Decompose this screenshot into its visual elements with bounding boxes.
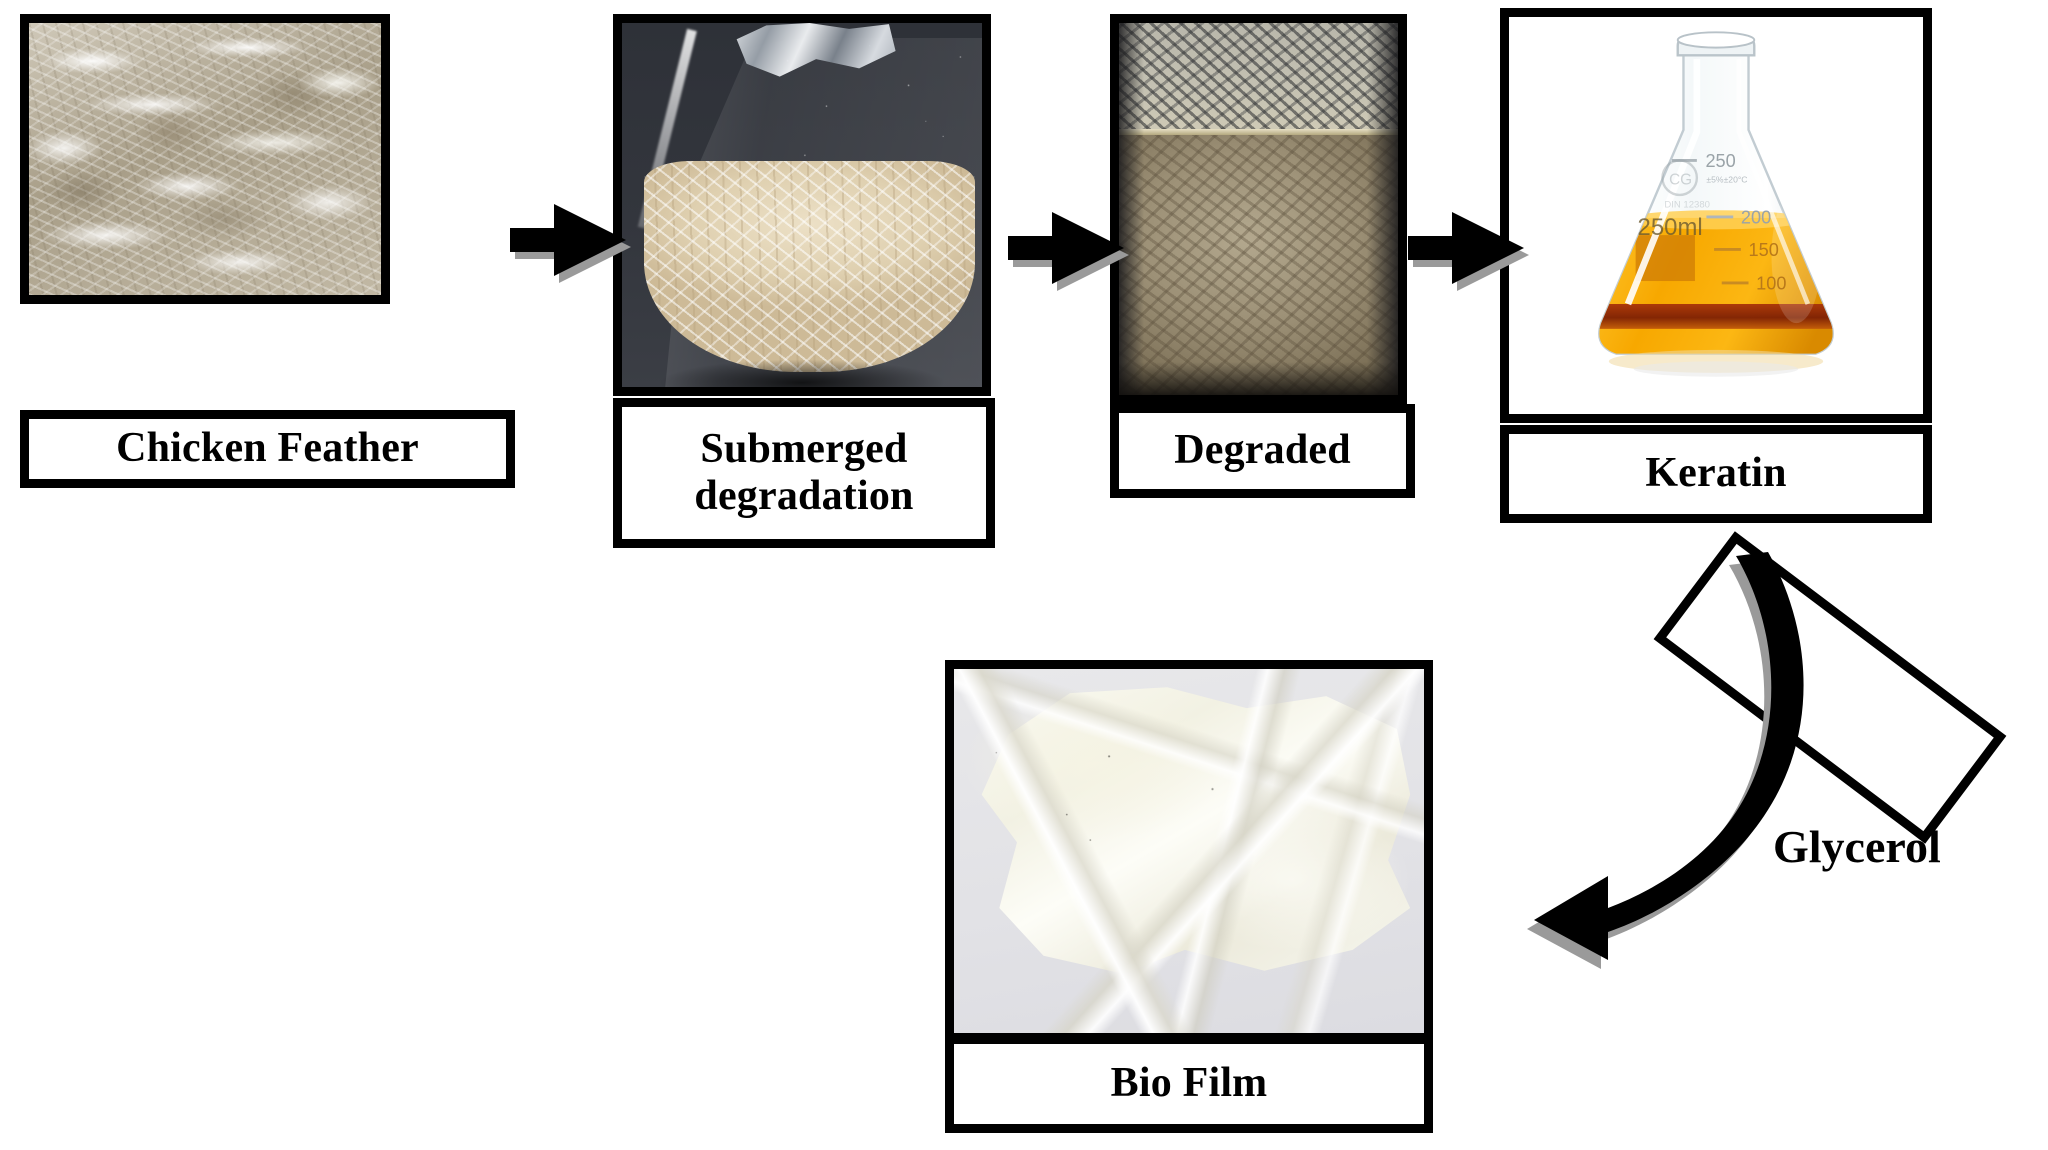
submerged-degradation-photo (622, 23, 982, 387)
bio-film-caption-box: Bio Film (945, 1035, 1433, 1133)
submerged-degradation-label: Submerged degradation (694, 425, 914, 519)
arrow-feather-to-submerged (502, 188, 634, 288)
graduation-150: 150 (1749, 240, 1779, 260)
graduation-250: 250 (1705, 151, 1735, 171)
degraded-caption-box: Degraded (1110, 404, 1415, 498)
keratin-photo: 250 ±5%±20°C 200 150 100 250ml (1509, 17, 1923, 414)
chicken-feather-label: Chicken Feather (116, 425, 419, 472)
bio-film-label: Bio Film (1110, 1060, 1268, 1107)
svg-text:±5%±20°C: ±5%±20°C (1706, 174, 1747, 184)
svg-text:DIN 12380: DIN 12380 (1664, 199, 1710, 210)
flask-volume-label: 250ml (1638, 214, 1703, 241)
submerged-degradation-photo-frame (613, 14, 991, 396)
bio-film-photo-frame (945, 660, 1433, 1042)
graduation-200: 200 (1741, 208, 1771, 228)
degraded-photo-frame (1110, 14, 1407, 404)
arrow-keratin-to-biofilm (1480, 540, 1910, 969)
glycerol-label: Glycerol (1773, 821, 1941, 872)
degraded-photo (1119, 23, 1398, 395)
chicken-feather-photo-frame (20, 14, 390, 304)
arrow-degraded-to-keratin (1400, 196, 1532, 296)
chicken-feather-caption-box: Chicken Feather (20, 410, 515, 488)
keratin-flask-illustration: 250 ±5%±20°C 200 150 100 250ml (1509, 17, 1923, 414)
svg-text:CG: CG (1669, 171, 1692, 188)
graduation-100: 100 (1756, 274, 1786, 294)
chicken-feather-photo (29, 23, 381, 295)
bio-film-photo (954, 669, 1424, 1033)
arrow-submerged-to-degraded (1000, 196, 1132, 296)
degraded-label: Degraded (1174, 427, 1351, 474)
submerged-degradation-caption-box: Submerged degradation (613, 398, 995, 548)
keratin-label: Keratin (1645, 450, 1787, 497)
keratin-caption-box: Keratin (1500, 425, 1932, 523)
keratin-photo-frame: 250 ±5%±20°C 200 150 100 250ml (1500, 8, 1932, 423)
